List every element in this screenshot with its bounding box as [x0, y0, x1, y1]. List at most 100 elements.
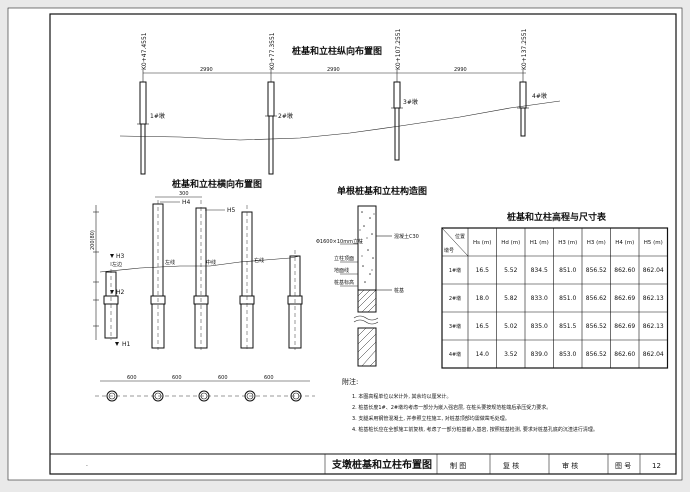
table-cell: 14.0 [476, 351, 490, 358]
label-audit: 审 核 [562, 461, 578, 470]
table-cell: 16.5 [476, 323, 490, 330]
label-concrete: 混凝土C30 [394, 233, 419, 240]
pier-label-3: 3#墩 [403, 98, 418, 106]
longitudinal-pier-3 [391, 81, 403, 161]
label-h5: H5 [227, 207, 236, 214]
table-cell: 862.04 [643, 267, 664, 274]
note-3: 3. 支腿采用钢管混凝土, 并参照立柱施工, 对桩基顶部均需做凿毛处理。 [352, 415, 510, 422]
label-draw: 制 图 [450, 461, 466, 470]
notes-block: 附注: 1. 本图高程单位以米计外, 其余均以厘米计。 2. 桩基长度1#、2#… [342, 377, 598, 433]
label-sheet-no: 图 号 [615, 462, 631, 470]
label-h1: H1 [122, 341, 131, 348]
single-pile-detail [340, 205, 392, 367]
table-header-cell: H3 (m) [558, 240, 577, 246]
drawing-title: 支墩桩基和立柱布置图 [331, 458, 432, 471]
table-row-pier: 3#墩 [449, 323, 461, 330]
longitudinal-title: 桩基和立柱纵向布置图 [292, 45, 382, 57]
table-cell: 851.0 [559, 295, 576, 302]
table-cell: 856.62 [586, 295, 607, 302]
pile-plan-circles [106, 390, 302, 402]
table-cell: 856.52 [586, 267, 607, 274]
title-block [50, 453, 676, 474]
table-cell: 835.0 [531, 323, 548, 330]
pier-label-2: 2#墩 [278, 112, 293, 120]
svg-text:200(80): 200(80) [90, 230, 96, 250]
label-rebar: Φ1600×10mm立柱 [316, 238, 363, 245]
label-review: 复 核 [503, 461, 519, 470]
station-label-1: K0+47.4551 [141, 32, 148, 70]
table-cell: 862.04 [643, 351, 664, 358]
table-cell: 3.52 [504, 351, 518, 358]
table-header-cell: H1 (m) [530, 240, 549, 246]
label-pile: 桩基 [394, 287, 404, 294]
station-label-2: K0+77.3551 [269, 32, 276, 70]
longitudinal-pier-1 [137, 81, 149, 175]
note-2: 2. 桩基长度1#、2#墩均考虑一部分为嵌入强岩层, 在桩头要按规范桩端后承压受… [352, 404, 551, 411]
table-cell: 851.5 [559, 323, 576, 330]
table-row-pier: 4#墩 [449, 351, 461, 358]
svg-text:600: 600 [218, 375, 228, 381]
table-cell: 862.60 [614, 351, 635, 358]
sheet-number: 12 [652, 462, 661, 470]
table-title: 桩基和立柱高程与尺寸表 [507, 211, 607, 223]
transverse-column-1 [103, 262, 119, 340]
pier-label-1: 1#墩 [150, 112, 165, 120]
table-cell: 839.0 [531, 351, 548, 358]
notes-heading: 附注: [342, 377, 358, 386]
table-header-cell: Hs (m) [473, 240, 491, 246]
table-cell: 856.52 [586, 351, 607, 358]
svg-text:600: 600 [127, 375, 137, 381]
svg-text:300: 300 [179, 191, 189, 197]
span-dim-3: 2990 [454, 67, 467, 73]
longitudinal-pier-2 [265, 81, 277, 175]
table-corner-top: 位置 [455, 233, 465, 240]
label-pile-mark: 桩基标高 [334, 279, 354, 286]
table-cell: 862.13 [643, 295, 664, 302]
table-row-pier: 1#墩 [449, 267, 461, 274]
label-left-line: 左线 [165, 259, 175, 266]
transverse-column-4 [239, 205, 255, 350]
table-header-cell: H5 (m) [644, 240, 663, 246]
label-h3: H3 [116, 253, 125, 260]
label-h2: H2 [116, 289, 125, 296]
longitudinal-pier-4 [517, 81, 529, 137]
table-cell: 16.5 [476, 267, 490, 274]
note-1: 1. 本图高程单位以米计外, 其余均以厘米计。 [352, 393, 452, 400]
svg-text:600: 600 [264, 375, 274, 381]
ground-line [119, 100, 561, 141]
station-label-3: K0+107.2551 [395, 28, 402, 70]
label-ground: 地面线 [334, 267, 349, 274]
table-cell: 833.0 [531, 295, 548, 302]
table-row-pier: 2#墩 [449, 295, 461, 302]
title-block-dot: . [86, 461, 88, 468]
table-cell: 853.0 [559, 351, 576, 358]
transverse-column-2 [150, 200, 166, 350]
table-cell: 851.0 [559, 267, 576, 274]
label-left-edge: 左边 [112, 261, 122, 268]
note-4: 4. 桩基桩长应在全部施工前复核, 考虑了一部分桩基嵌入基岩, 按照桩基检测, … [352, 426, 598, 433]
span-dim-1: 2990 [200, 67, 213, 73]
table-cell: 5.02 [504, 323, 518, 330]
table-cell: 862.13 [643, 323, 664, 330]
table-corner-bottom: 墩号 [444, 247, 454, 254]
table-frame [441, 227, 669, 369]
table-header-cell: Hd (m) [501, 240, 520, 246]
table-cell: 5.52 [504, 267, 518, 274]
table-cell: 856.52 [586, 323, 607, 330]
label-pile-top: 立柱顶面 [334, 255, 354, 262]
pier-label-4: 4#墩 [532, 92, 547, 100]
span-dim-2: 2990 [327, 67, 340, 73]
transverse-column-5 [287, 250, 303, 350]
transverse-column-3 [193, 200, 209, 350]
single-pile-title: 单根桩基和立柱构造图 [337, 185, 427, 197]
svg-text:600: 600 [172, 375, 182, 381]
label-middle: 中线 [206, 259, 216, 266]
table-corner-diagonal [441, 227, 469, 257]
table-header-cell: H4 (m) [615, 240, 634, 246]
station-label-4: K0+137.2551 [521, 28, 528, 70]
table-cell: 862.60 [614, 267, 635, 274]
inner-border [49, 13, 677, 475]
